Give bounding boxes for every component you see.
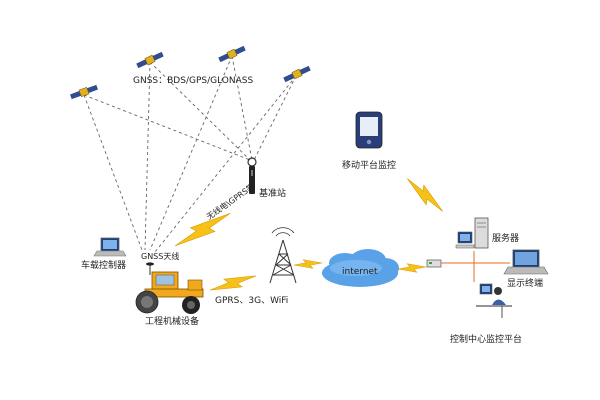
mobile-monitor-label: 移动平台监控 — [342, 159, 396, 171]
display-terminal-laptop-icon — [503, 249, 549, 275]
satellite-icon — [69, 84, 99, 100]
base-station-icon — [247, 157, 257, 194]
internet-label: internet — [342, 267, 378, 277]
control-center-label: 控制中心监控平台 — [450, 333, 522, 345]
satellite-icon — [218, 45, 246, 63]
satellite-system-label: GNSS：BDS/GPS/GLONASS — [133, 76, 253, 86]
gnss-antenna-icon — [146, 262, 154, 275]
radio-link-lightning-icon — [174, 213, 231, 247]
network-link-lightning-icon — [209, 275, 257, 291]
network-link-label: GPRS、3G、WiFi — [215, 296, 288, 306]
mobile-link-lightning-icon — [407, 178, 443, 212]
cell-tower-icon — [269, 227, 297, 284]
tower-internet-lightning-icon — [293, 259, 323, 269]
satellite-icon — [283, 65, 311, 83]
server-icon — [455, 217, 489, 249]
satellite-icon — [136, 51, 164, 69]
router-icon — [426, 259, 442, 268]
vehicle-controller-label: 车载控制器 — [81, 259, 126, 271]
machinery-label: 工程机械设备 — [145, 315, 199, 327]
network-wiring-lines — [441, 251, 510, 282]
vehicle-controller-laptop-icon — [93, 237, 127, 257]
radio-link-label: 无线电\GPRS等 — [204, 181, 256, 222]
display-terminal-label: 显示终端 — [507, 277, 543, 289]
satellite-signal-lines — [83, 55, 297, 253]
internet-server-lightning-icon — [397, 263, 427, 273]
server-label: 服务器 — [492, 232, 519, 244]
road-roller-icon — [135, 271, 204, 314]
control-center-workstation-icon — [476, 283, 512, 318]
internet-cloud-icon — [322, 249, 399, 287]
gnss-antenna-label: GNSS天线 — [141, 251, 179, 261]
mobile-device-icon — [355, 111, 383, 149]
base-station-label: 基准站 — [259, 187, 286, 199]
